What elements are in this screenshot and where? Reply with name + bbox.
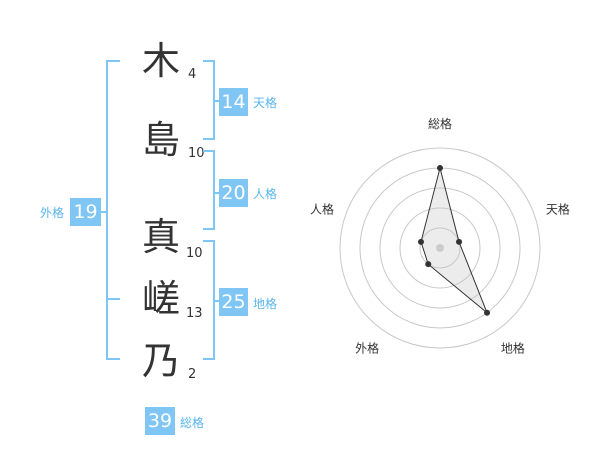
radar-axis-label-5: 人格 — [310, 202, 334, 217]
chikaku-label: 地格 — [253, 297, 278, 311]
radar-axis-label-4: 外格 — [355, 340, 379, 355]
radar-ring-1 — [419, 227, 461, 269]
name-char-4: 嵯 — [142, 277, 181, 321]
name-char-3: 真 — [142, 215, 181, 259]
jinkaku-label: 人格 — [253, 187, 278, 201]
gaikaku-badge: 19 — [70, 198, 101, 226]
tenkaku-badge: 14 — [219, 88, 248, 116]
radar-point-3 — [484, 309, 491, 316]
radar-axis-label-3: 地格 — [501, 340, 525, 355]
jinkaku-badge: 20 — [219, 179, 248, 207]
radar-ring-2 — [399, 207, 481, 289]
chikaku-badge: 25 — [219, 288, 248, 316]
stroke-count-3: 10 — [186, 246, 203, 261]
radar-point-1 — [437, 165, 443, 171]
tenkaku-label: 天格 — [253, 96, 278, 110]
radar-point-5 — [417, 238, 424, 245]
stroke-count-5: 2 — [188, 367, 197, 382]
radar-axis-label-1: 総格 — [428, 116, 452, 131]
gaikaku-label: 外格 — [40, 206, 65, 220]
radar-center — [436, 244, 444, 252]
radar-point-4 — [425, 261, 432, 268]
name-char-2: 島 — [142, 118, 181, 162]
name-char-5: 乃 — [142, 339, 181, 383]
name-char-1: 木 — [142, 39, 181, 83]
soukaku-label: 総格 — [180, 416, 205, 430]
stroke-count-1: 4 — [188, 67, 197, 82]
radar-ring-5 — [339, 147, 541, 349]
stroke-count-4: 13 — [186, 306, 203, 321]
radar-point-2 — [456, 238, 463, 245]
radar-data-area — [420, 167, 488, 314]
radar-axis-label-2: 天格 — [546, 202, 570, 217]
stroke-count-2: 10 — [188, 146, 205, 161]
radar-ring-3 — [379, 187, 501, 309]
soukaku-badge: 39 — [145, 407, 175, 435]
